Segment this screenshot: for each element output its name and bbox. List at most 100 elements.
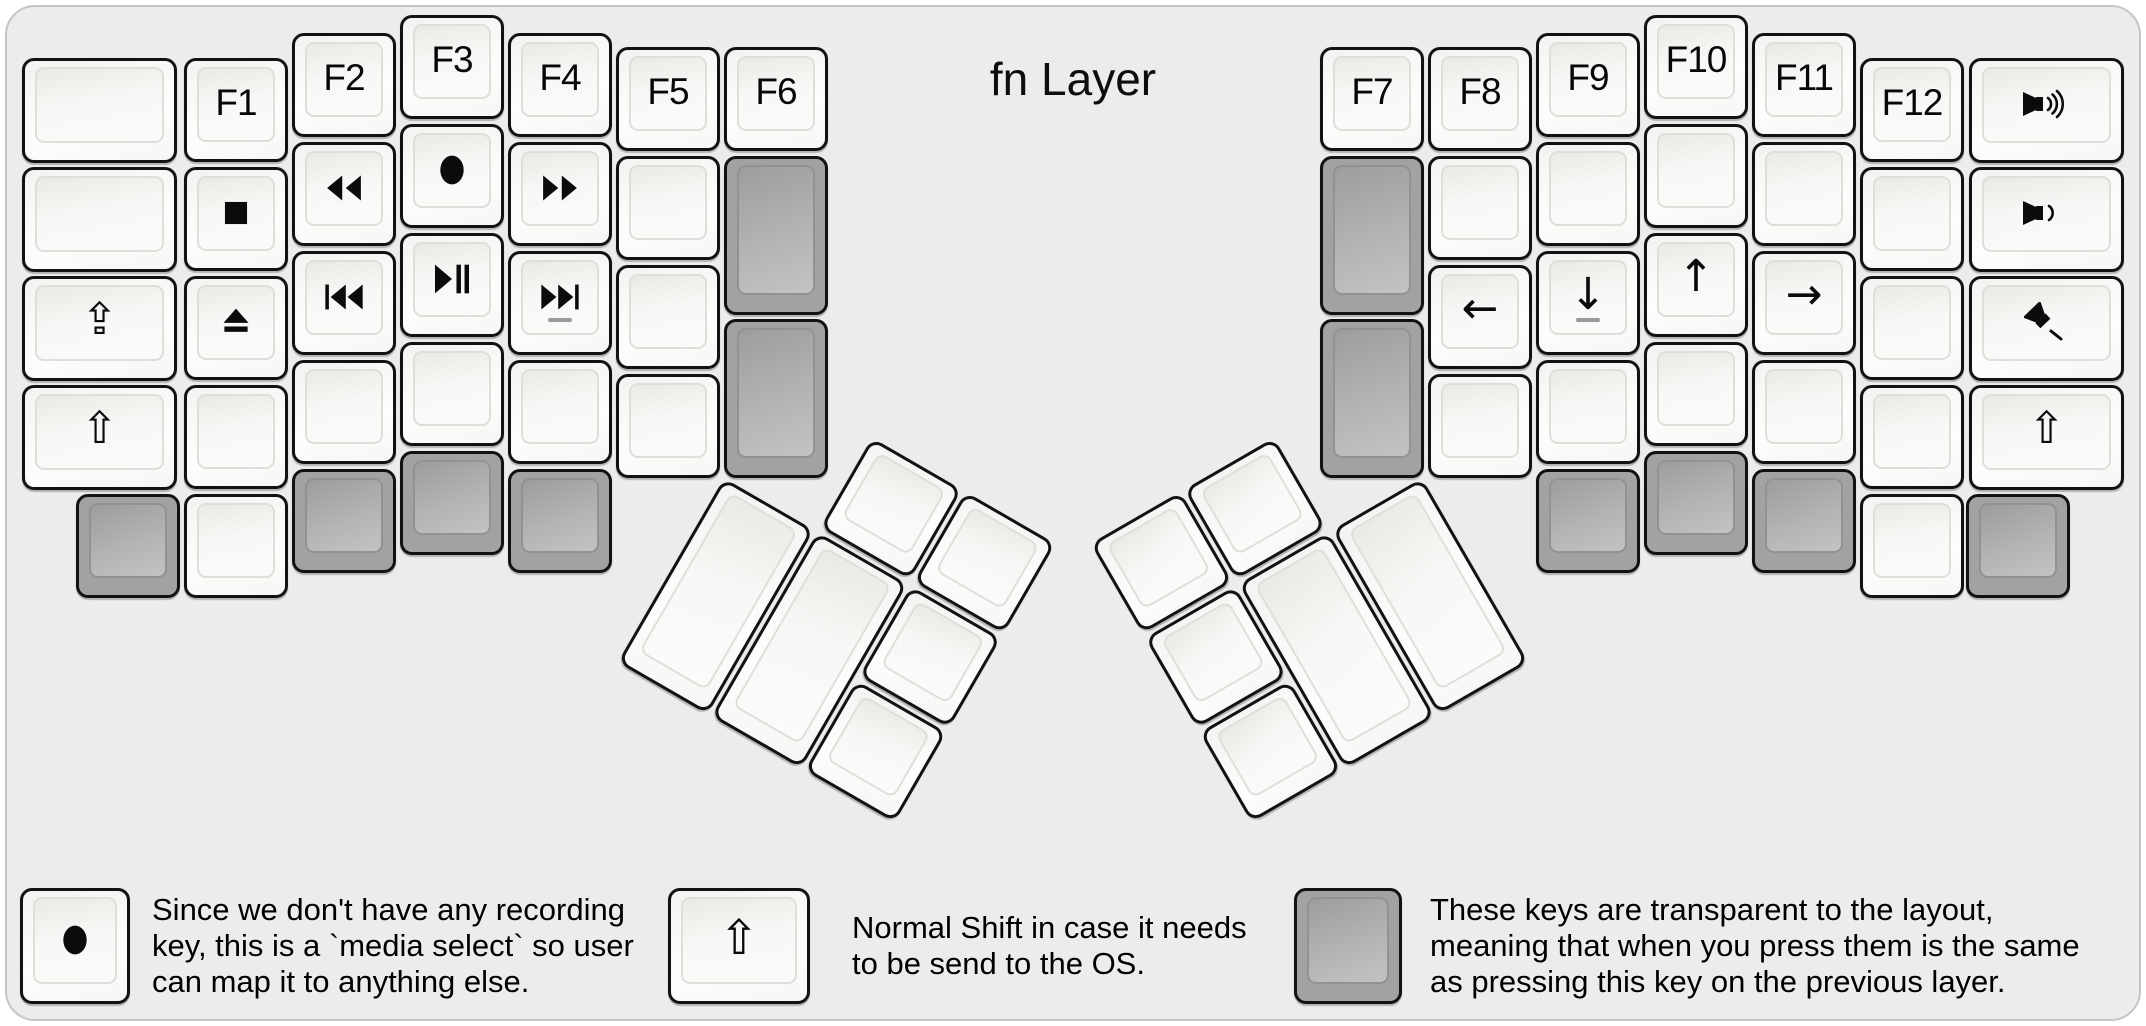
key-transparent[interactable] <box>400 451 504 555</box>
keycap-surface: ⇧ <box>681 897 797 984</box>
key-blank[interactable] <box>184 494 288 598</box>
key-record[interactable] <box>400 124 504 228</box>
key-glyph-caps-lock: ⇪ <box>81 294 118 345</box>
keycap-surface <box>629 274 707 349</box>
legend-text-line: to be send to the OS. <box>852 946 1145 981</box>
key-blank[interactable] <box>1752 142 1856 246</box>
key-transparent[interactable] <box>292 469 396 573</box>
key-transparent[interactable] <box>1320 319 1424 478</box>
keycap-surface: F7 <box>1333 56 1411 131</box>
key-arrow-left[interactable]: ← <box>1428 265 1532 369</box>
keycap-surface <box>1765 478 1843 553</box>
key-fast-forward[interactable] <box>508 142 612 246</box>
key-blank[interactable] <box>400 342 504 446</box>
key-next-track[interactable] <box>508 251 612 355</box>
key-blank[interactable] <box>1860 276 1964 380</box>
homing-dash <box>548 318 572 322</box>
key-eject[interactable] <box>184 276 288 380</box>
key-transparent[interactable] <box>1966 494 2070 598</box>
key-arrow-down[interactable]: ↓ <box>1536 251 1640 355</box>
keycap-surface <box>1873 503 1951 578</box>
key-f6[interactable]: F6 <box>724 47 828 151</box>
keycap-surface: F10 <box>1657 24 1735 99</box>
key-blank[interactable] <box>22 167 177 272</box>
key-blank[interactable] <box>616 374 720 478</box>
keycap-surface <box>413 133 491 208</box>
key-glyph-arrow-right: → <box>1785 268 1823 320</box>
key-blank[interactable] <box>292 360 396 464</box>
keycap-surface <box>413 351 491 426</box>
key-blank[interactable] <box>1752 360 1856 464</box>
key-blank[interactable] <box>1860 167 1964 271</box>
keycap-surface <box>305 260 383 335</box>
key-caps-lock[interactable]: ⇪ <box>22 276 177 381</box>
key-volume-up[interactable] <box>1969 58 2124 163</box>
key-transparent[interactable] <box>1752 469 1856 573</box>
legend-text-line: Since we don't have any recording <box>152 892 625 927</box>
volume-up-icon <box>2021 84 2073 126</box>
key-transparent[interactable] <box>1644 451 1748 555</box>
key-volume-down[interactable] <box>1969 167 2124 272</box>
keycap-surface <box>1765 151 1843 226</box>
key-blank[interactable] <box>1860 494 1964 598</box>
key-transparent[interactable] <box>724 156 828 315</box>
key-transparent[interactable] <box>76 494 180 598</box>
rewind-icon <box>324 172 364 206</box>
volume-down-icon <box>2021 193 2073 235</box>
key-f8[interactable]: F8 <box>1428 47 1532 151</box>
keycap-surface: ↓ <box>1549 260 1627 335</box>
keycap-surface <box>1333 165 1411 295</box>
key-rewind[interactable] <box>292 142 396 246</box>
key-blank[interactable] <box>1536 142 1640 246</box>
keycap-surface <box>825 694 931 799</box>
key-blank[interactable] <box>1644 342 1748 446</box>
keycap-surface <box>1160 600 1266 705</box>
key-f9[interactable]: F9 <box>1536 33 1640 137</box>
key-f2[interactable]: F2 <box>292 33 396 137</box>
key-prev-track[interactable] <box>292 251 396 355</box>
keycap-surface <box>1441 383 1519 458</box>
keycap-surface <box>1549 478 1627 553</box>
key-f11[interactable]: F11 <box>1752 33 1856 137</box>
key-blank[interactable] <box>1644 124 1748 228</box>
key-blank[interactable] <box>1536 360 1640 464</box>
record-icon <box>434 151 470 191</box>
keycap-surface <box>1873 176 1951 251</box>
key-glyph-f4: F4 <box>539 56 581 98</box>
key-stop[interactable] <box>184 167 288 271</box>
key-blank[interactable] <box>1428 156 1532 260</box>
key-blank[interactable] <box>616 265 720 369</box>
keycap-surface <box>629 165 707 240</box>
key-blank[interactable] <box>184 385 288 489</box>
key-blank[interactable] <box>22 58 177 163</box>
key-blank[interactable] <box>616 156 720 260</box>
key-blank[interactable] <box>1860 385 1964 489</box>
key-f3[interactable]: F3 <box>400 15 504 119</box>
key-f1[interactable]: F1 <box>184 58 288 162</box>
key-arrow-up[interactable]: ↑ <box>1644 233 1748 337</box>
key-shift[interactable]: ⇧ <box>22 385 177 490</box>
key-blank[interactable] <box>508 360 612 464</box>
key-arrow-right[interactable]: → <box>1752 251 1856 355</box>
keycap-surface: F12 <box>1873 67 1951 142</box>
key-transparent[interactable] <box>1536 469 1640 573</box>
key-glyph-arrow-up: ↑ <box>1677 250 1715 302</box>
key-transparent[interactable] <box>724 319 828 478</box>
key-f10[interactable]: F10 <box>1644 15 1748 119</box>
key-f4[interactable]: F4 <box>508 33 612 137</box>
keycap-surface <box>1199 451 1305 556</box>
key-f5[interactable]: F5 <box>616 47 720 151</box>
key-shift[interactable]: ⇧ <box>1969 385 2124 490</box>
keycap-surface: F11 <box>1765 42 1843 117</box>
key-blank[interactable] <box>1428 374 1532 478</box>
keycap-surface <box>305 369 383 444</box>
key-transparent[interactable] <box>1320 156 1424 315</box>
key-mute[interactable] <box>1969 276 2124 381</box>
keycap-surface: F9 <box>1549 42 1627 117</box>
key-f12[interactable]: F12 <box>1860 58 1964 162</box>
key-f7[interactable]: F7 <box>1320 47 1424 151</box>
key-play-pause[interactable] <box>400 233 504 337</box>
key-transparent[interactable] <box>508 469 612 573</box>
key-glyph-f12: F12 <box>1881 81 1944 123</box>
